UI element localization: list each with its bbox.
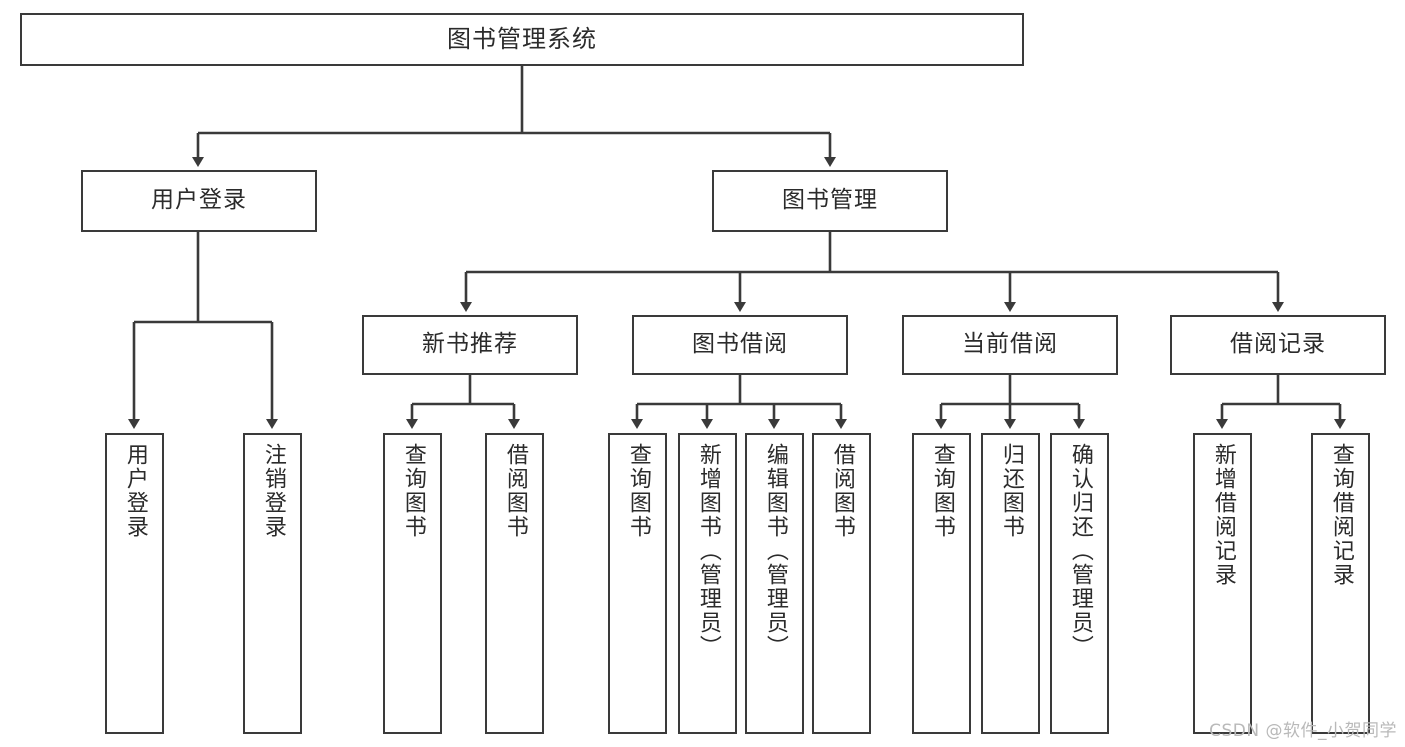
node-label: 图书管理系统	[447, 25, 597, 54]
node-label: 图书借阅	[692, 331, 788, 358]
node-label: 确认归还（管理员）	[1067, 443, 1093, 659]
node-book-management[interactable]: 图书管理	[712, 170, 948, 232]
leaf-current-borrow-1[interactable]: 归还图书	[981, 433, 1040, 734]
node-label: 借阅记录	[1230, 331, 1326, 358]
leaf-current-borrow-0[interactable]: 查询图书	[912, 433, 971, 734]
node-label: 归还图书	[998, 443, 1024, 539]
node-current-borrow[interactable]: 当前借阅	[902, 315, 1118, 375]
leaf-current-borrow-2[interactable]: 确认归还（管理员）	[1050, 433, 1109, 734]
leaf-book-borrow-2[interactable]: 编辑图书（管理员）	[745, 433, 804, 734]
node-label: 用户登录	[151, 187, 247, 214]
node-label: 当前借阅	[962, 331, 1058, 358]
node-label: 新书推荐	[422, 331, 518, 358]
node-user-login[interactable]: 用户登录	[81, 170, 317, 232]
csdn-watermark: CSDN @软件_小贺同学	[1209, 721, 1397, 741]
node-label: 查询图书	[400, 443, 426, 539]
node-label: 查询图书	[929, 443, 955, 539]
node-label: 新增图书（管理员）	[695, 443, 721, 659]
node-label: 用户登录	[122, 443, 148, 539]
leaf-book-borrow-3[interactable]: 借阅图书	[812, 433, 871, 734]
leaf-user-login-0[interactable]: 用户登录	[105, 433, 164, 734]
leaf-user-login-1[interactable]: 注销登录	[243, 433, 302, 734]
leaf-borrow-record-1[interactable]: 查询借阅记录	[1311, 433, 1370, 734]
leaf-new-book-recommend-1[interactable]: 借阅图书	[485, 433, 544, 734]
node-root-book-management-system[interactable]: 图书管理系统	[20, 13, 1024, 66]
node-label: 查询借阅记录	[1328, 443, 1354, 587]
node-book-borrow[interactable]: 图书借阅	[632, 315, 848, 375]
leaf-borrow-record-0[interactable]: 新增借阅记录	[1193, 433, 1252, 734]
node-new-book-recommend[interactable]: 新书推荐	[362, 315, 578, 375]
node-label: 借阅图书	[502, 443, 528, 539]
node-label: 编辑图书（管理员）	[762, 443, 788, 659]
leaf-book-borrow-1[interactable]: 新增图书（管理员）	[678, 433, 737, 734]
node-label: 新增借阅记录	[1210, 443, 1236, 587]
node-label: 注销登录	[260, 443, 286, 539]
node-label: 图书管理	[782, 187, 878, 214]
leaf-new-book-recommend-0[interactable]: 查询图书	[383, 433, 442, 734]
node-label: 借阅图书	[829, 443, 855, 539]
node-label: 查询图书	[625, 443, 651, 539]
node-borrow-record[interactable]: 借阅记录	[1170, 315, 1386, 375]
leaf-book-borrow-0[interactable]: 查询图书	[608, 433, 667, 734]
